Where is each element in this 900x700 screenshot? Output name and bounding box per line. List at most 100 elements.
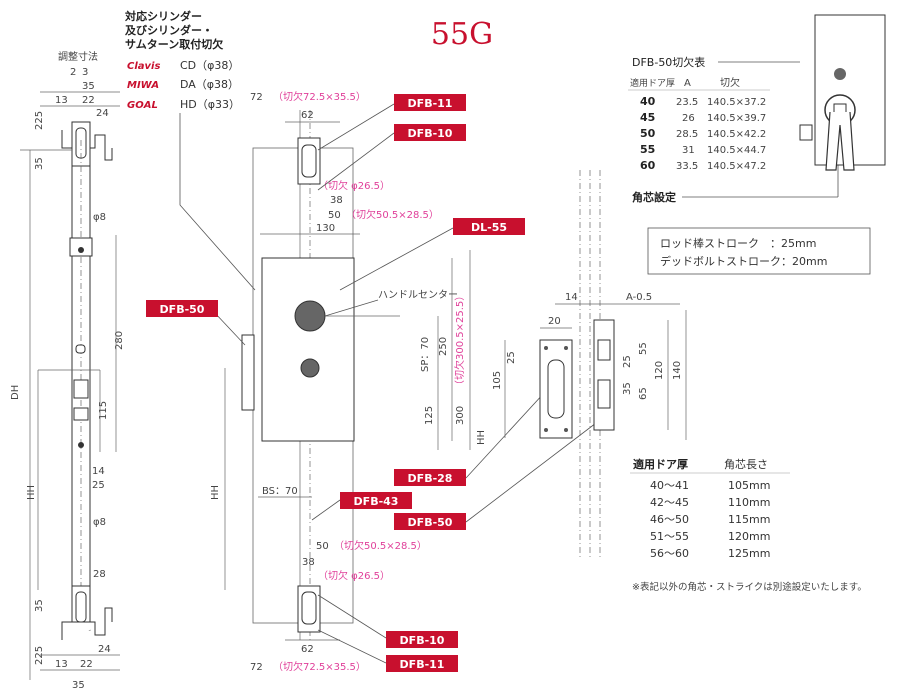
dfb50-r3-door: 50	[640, 127, 656, 140]
center-elevation: 72 （切欠72.5×35.5） 62 （切欠 φ26.5） 38 50 （切欠…	[210, 90, 471, 673]
cylinder-heading-1: 対応シリンダー	[124, 9, 202, 23]
deadbolt-stroke: デッドボルトストローク：20mm	[660, 254, 827, 268]
cylinder-heading-3: サムターン取付切欠	[125, 37, 224, 51]
angle-table: 適用ドア厚 角芯長さ 40～41 105mm 42～45 110mm 46～50…	[630, 457, 790, 560]
dim-w13b: 13	[55, 659, 68, 670]
label-dfb11-bot	[386, 655, 458, 672]
cut-72-bot: （切欠72.5×35.5）	[273, 660, 366, 673]
label-dfb11-top-text: DFB-11	[408, 97, 453, 110]
label-dfb50-left-text: DFB-50	[160, 303, 205, 316]
dim-w24: 24	[96, 108, 109, 119]
stroke-box: ロッド棒ストローク ：25mm デッドボルトストローク：20mm	[647, 227, 871, 275]
left-elevation: 調整寸法 2 3 35 13 22 24 225 35 φ8 280 115 D…	[10, 50, 125, 691]
adjust-label: 調整寸法	[58, 50, 98, 63]
dfb50-r5-a: 33.5	[676, 161, 698, 172]
label-dl55	[453, 218, 525, 235]
thumbturn-hole	[300, 358, 320, 378]
angle-r5-door: 56～60	[650, 547, 689, 560]
dim-h280: 280	[114, 331, 125, 350]
label-dfb11-top	[394, 94, 466, 111]
strike-dfb50	[593, 319, 615, 431]
angle-r4-len: 120mm	[728, 530, 770, 543]
cylinder-hole	[294, 300, 326, 332]
brand-clavis: Clavis	[127, 61, 160, 72]
dim-14: 14	[565, 292, 578, 303]
dfb50-r4-door: 55	[640, 143, 655, 156]
dim-38-top: 38	[330, 195, 343, 206]
dfb50-r5-cut: 140.5×47.2	[707, 161, 766, 172]
dim-140: 140	[672, 361, 683, 380]
dfb50-header-a: A	[684, 78, 691, 89]
cut-phi265-top: （切欠 φ26.5）	[318, 179, 390, 192]
label-dfb28-text: DFB-28	[408, 472, 453, 485]
label-dfb43	[340, 492, 412, 509]
dim-120: 120	[654, 361, 665, 380]
dim-dh: DH	[10, 385, 21, 400]
label-dfb10-bot	[386, 631, 458, 648]
dim-bs70: BS：70	[262, 486, 298, 497]
angle-setting-label: 角芯設定	[632, 190, 676, 204]
angle-header-door: 適用ドア厚	[633, 457, 688, 471]
label-dfb10-top-text: DFB-10	[408, 127, 453, 140]
angle-r4-door: 51～55	[650, 530, 689, 543]
label-dfb11-bot-text: DFB-11	[400, 658, 445, 671]
dfb50-header-door: 適用ドア厚	[630, 77, 675, 89]
label-dfb50-left	[146, 300, 218, 317]
dfb50-r3-cut: 140.5×42.2	[707, 129, 766, 140]
dfb50-r2-a: 26	[682, 113, 695, 124]
dim-250: 250	[438, 337, 449, 356]
label-dfb50-right-text: DFB-50	[408, 516, 453, 529]
dim-300: 300	[455, 406, 466, 425]
strike-plates: 14 A-0.5 20 25 105 HH 35 25 55 65 120 14…	[476, 292, 687, 445]
brand-goal: GOAL	[127, 100, 158, 111]
label-dfb10-top	[394, 124, 466, 141]
angle-r2-door: 42～45	[650, 496, 689, 509]
cut-phi265-bot: （切欠 φ26.5）	[318, 569, 390, 582]
dfb50-r3-a: 28.5	[676, 129, 698, 140]
part-labels: DFB-11 DFB-10 DL-55 DFB-50 DFB-28 DFB-43…	[146, 94, 601, 672]
dfb50-r4-cut: 140.5×44.7	[707, 145, 766, 156]
dim-w24b: 24	[98, 644, 111, 655]
dim-w13: 13	[55, 95, 68, 106]
brand-miwa: MIWA	[127, 80, 159, 91]
page-title: 55G	[431, 17, 493, 52]
dfb50-r5-door: 60	[640, 159, 656, 172]
dim-72-bot: 72	[250, 662, 263, 673]
label-dl55-text: DL-55	[471, 221, 507, 234]
dim-62-bot: 62	[301, 644, 314, 655]
dim-hh-strike: HH	[476, 430, 487, 445]
code-clavis: CD（φ38）	[180, 59, 239, 72]
code-miwa: DA（φ38）	[180, 78, 239, 91]
dim-20: 20	[548, 316, 561, 327]
angle-r1-len: 105mm	[728, 479, 770, 492]
handle-center-label: ハンドルセンター	[378, 289, 458, 301]
angle-r2-len: 110mm	[728, 496, 770, 509]
cylinder-heading-2: 及びシリンダー・	[125, 23, 213, 37]
cylinder-note: 対応シリンダー 及びシリンダー・ サムターン取付切欠 Clavis CD（φ38…	[124, 9, 256, 291]
dfb50-header-cut: 切欠	[720, 76, 740, 89]
dim-50-top: 50	[328, 210, 341, 221]
label-dfb50-right	[394, 513, 466, 530]
dim-hh-center: HH	[210, 485, 221, 500]
dim-w14: 14	[92, 466, 105, 477]
cut-300: （切欠300.5×25.5）	[453, 291, 466, 390]
footnote: ※表記以外の角芯・ストライクは別途設定いたします。	[632, 581, 867, 593]
dim-h225: 225	[34, 111, 45, 130]
dim-a05: A-0.5	[626, 292, 652, 303]
dim-top-a: 2	[70, 67, 76, 78]
dfb50-table-title: DFB-50切欠表	[632, 55, 705, 69]
dim-25-strike: 25	[506, 351, 517, 364]
dim-h225b: 225	[34, 646, 45, 665]
dim-130: 130	[316, 223, 335, 234]
dim-h35b: 35	[34, 599, 45, 612]
dim-25b-strike: 25	[622, 355, 633, 368]
label-dfb10-bot-text: DFB-10	[400, 634, 445, 647]
dim-55: 55	[638, 342, 649, 355]
angle-r3-len: 115mm	[728, 513, 770, 526]
dfb50-rows: 40 23.5 140.5×37.2 45 26 140.5×39.7 50 2…	[640, 95, 766, 172]
handle-cylinder-icon	[834, 68, 846, 80]
cut-50-top: （切欠50.5×28.5）	[346, 208, 439, 221]
lever-icon	[825, 111, 855, 171]
face-plate	[241, 334, 255, 411]
